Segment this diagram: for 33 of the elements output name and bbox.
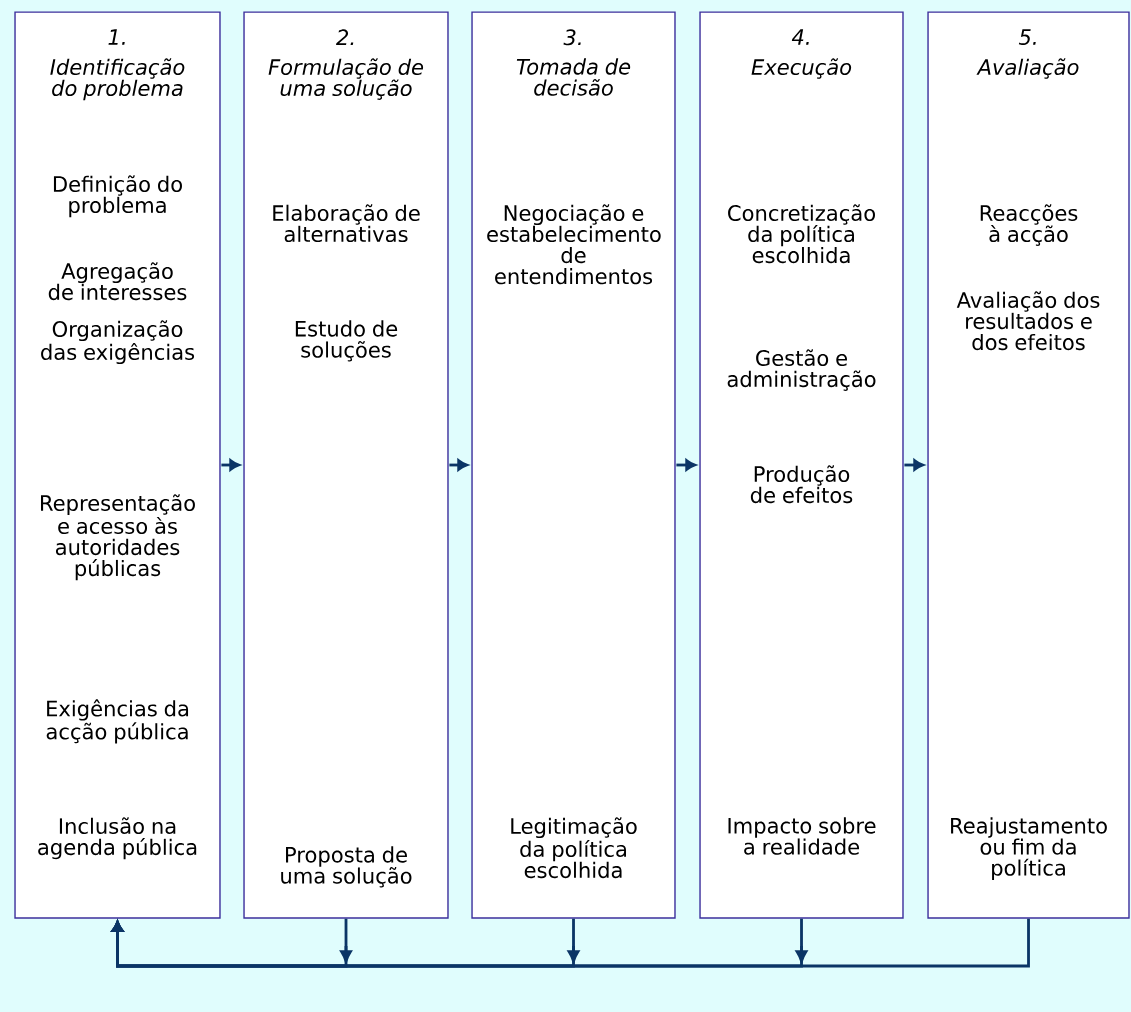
- activity-text: Elaboração de alternativas: [273, 204, 420, 243]
- activity-text: Representação e acesso às autoridades públicas: [41, 494, 195, 581]
- step-number: 1.: [108, 29, 125, 45]
- arrow: [449, 459, 469, 471]
- step-number: 3.: [563, 29, 581, 46]
- activity-text: Inclusão na agenda pública: [38, 817, 197, 860]
- arrow: [904, 459, 925, 471]
- activity-text: Reacções à acção: [980, 204, 1078, 246]
- arrow: [111, 918, 1030, 968]
- activity-text: Concretização da política escolhida: [728, 204, 875, 264]
- step-number: 2.: [336, 29, 354, 45]
- step-number: 4.: [791, 29, 809, 45]
- activity-text: Estudo de soluções: [295, 320, 398, 362]
- step-heading: Identificação do problema: [50, 58, 185, 101]
- activity-text: Avaliação dos resultados e dos efeitos: [956, 291, 1100, 351]
- step-heading: Tomada de decisão: [516, 58, 631, 96]
- activity-text: Agregação de interesses: [48, 262, 187, 301]
- activity-text: Reajustamento ou fim da política: [951, 817, 1107, 880]
- activity-text: Impacto sobre a realidade: [728, 817, 876, 855]
- activity-text: Exigências da acção pública: [46, 699, 189, 744]
- activity-text: Produção de efeitos: [750, 465, 853, 504]
- activity-text: Organização das exigências: [41, 320, 195, 365]
- activity-text: Gestão e administração: [727, 349, 876, 391]
- activity-text: Definição do problema: [53, 175, 182, 218]
- step-heading: Avaliação: [976, 58, 1079, 79]
- arrow: [676, 459, 697, 471]
- activity-text: Legitimação da política escolhida: [511, 817, 637, 879]
- step-heading: Formulação de uma solução: [268, 58, 424, 100]
- activity-text: Negociação e estabelecimento de entendimentos: [487, 204, 661, 285]
- step-heading: Execução: [751, 58, 852, 79]
- step-number: 5.: [1018, 29, 1036, 46]
- activity-text: Proposta de uma solução: [281, 846, 412, 888]
- arrow: [221, 459, 241, 471]
